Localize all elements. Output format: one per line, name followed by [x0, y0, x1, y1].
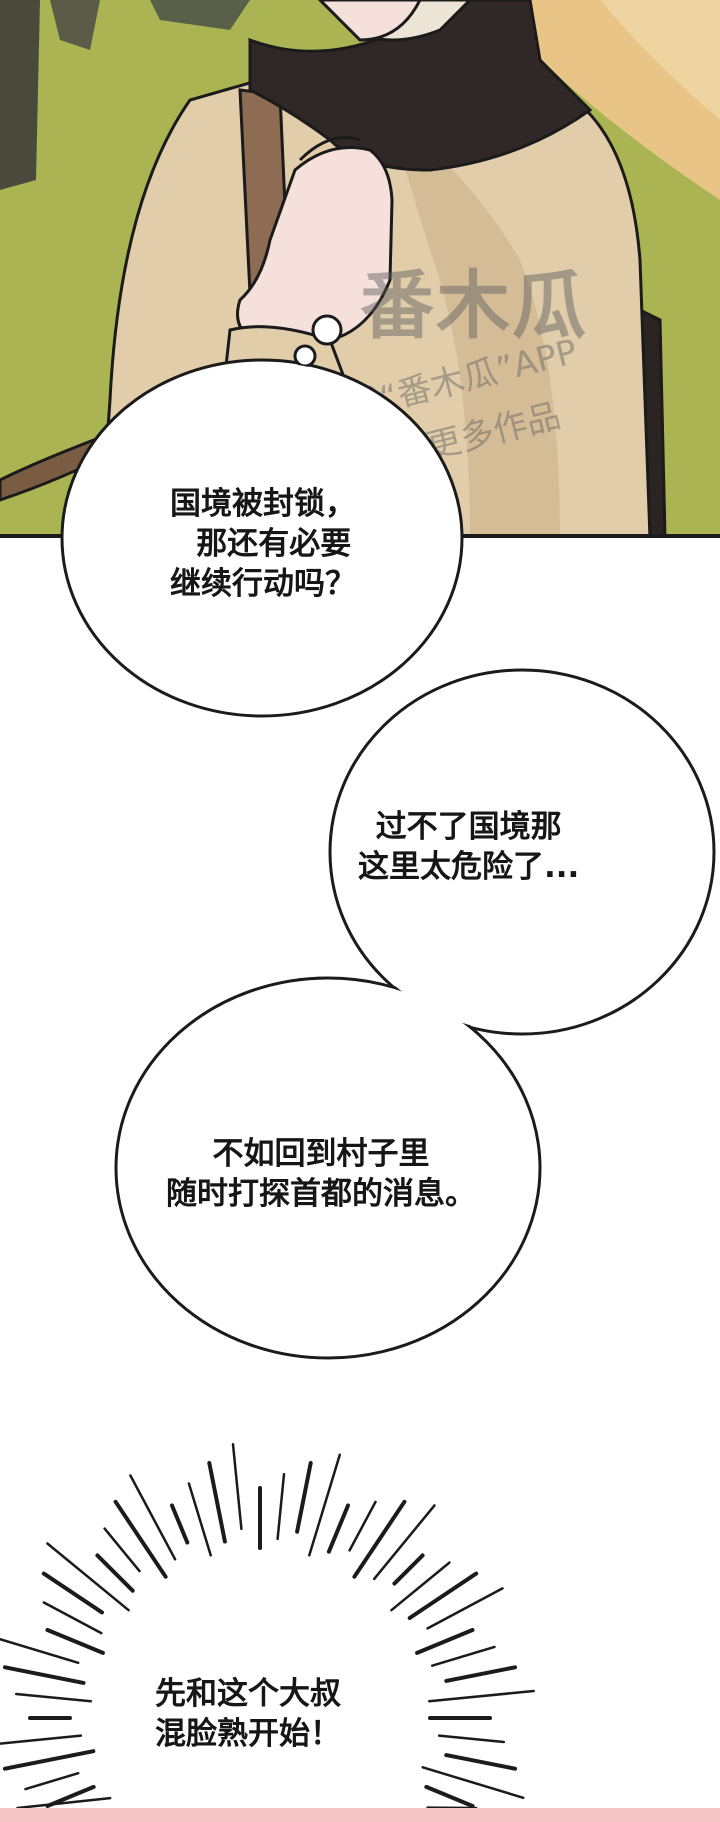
- bubble-text-3: 不如回到村子里 随时打探首都的消息。: [166, 1136, 476, 1212]
- burst-text: 先和这个大叔 混脸熟开始！: [155, 1676, 341, 1752]
- burst-line: [372, 1504, 436, 1581]
- burst-line: [392, 1553, 425, 1586]
- burst-line: [444, 1665, 517, 1683]
- burst-line: [0, 1734, 83, 1745]
- burst-effect: [0, 1443, 535, 1810]
- burst-line: [45, 1628, 105, 1655]
- burst-line: [444, 1753, 517, 1771]
- burst-line: [390, 1561, 451, 1612]
- burst-line: [14, 1692, 93, 1703]
- burst-line: [426, 1587, 504, 1630]
- burst-line: [3, 1665, 86, 1685]
- burst-line: [24, 1771, 80, 1791]
- burst-line: [352, 1499, 407, 1579]
- burst-line: [45, 1784, 96, 1808]
- burst-line: [231, 1443, 243, 1531]
- burst-line: [348, 1500, 377, 1552]
- burst-line: [430, 1645, 496, 1667]
- burst-line: [424, 1784, 475, 1808]
- burst-line: [113, 1499, 168, 1579]
- burst-line: [415, 1628, 475, 1655]
- burst-line: [129, 1474, 177, 1561]
- burst-line: [187, 1482, 212, 1557]
- burst-line: [16, 1796, 112, 1810]
- burst-line: [437, 1734, 506, 1744]
- burst-line: [42, 1601, 103, 1635]
- bottom-panel-edge: [0, 1808, 720, 1822]
- burst-line: [326, 1503, 350, 1554]
- burst-line: [0, 1637, 80, 1665]
- burst-line: [407, 1571, 479, 1620]
- burst-line: [46, 1542, 130, 1612]
- burst-line: [421, 1766, 525, 1800]
- burst-line: [308, 1453, 342, 1557]
- burst-line: [207, 1461, 227, 1544]
- burst-line: [170, 1503, 190, 1545]
- burst-line: [41, 1571, 104, 1615]
- thought-tail-circle: [293, 344, 317, 368]
- burst-line: [427, 1689, 535, 1703]
- burst-line: [103, 1527, 141, 1573]
- bubble-text-2: 过不了国境那 这里太危险了...: [358, 809, 580, 885]
- burst-line: [3, 1749, 96, 1771]
- burst-line: [295, 1461, 313, 1534]
- bubble-text-1: 国境被封锁， 那还有必要 继续行动吗？: [170, 486, 356, 602]
- burst-line: [95, 1553, 135, 1593]
- burst-line: [276, 1472, 286, 1541]
